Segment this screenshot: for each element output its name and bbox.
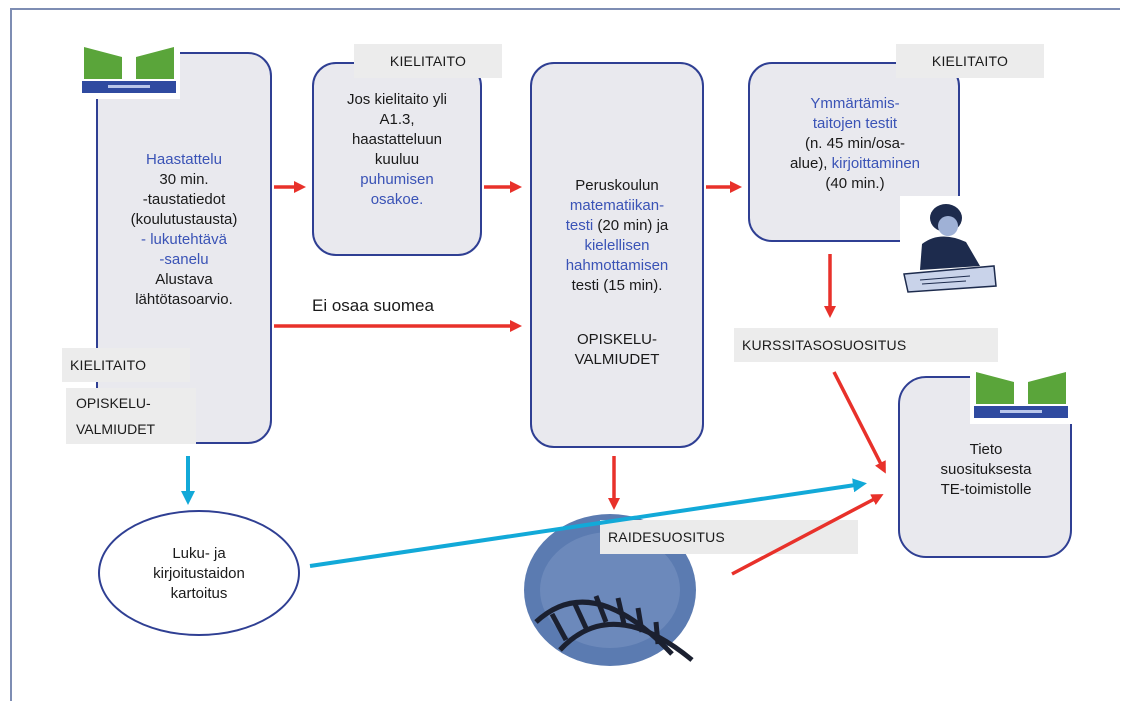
info-line: suosituksesta [940,461,1032,478]
math-line: testi (15 min). [571,277,663,294]
speaking-text: Jos kielitaito yli A1.3, haastatteluun k… [316,90,478,210]
label-opiskelu-left: OPISKELU- VALMIUDET [66,388,196,444]
interview-text: Haastattelu 30 min. -taustatiedot (koulu… [100,150,268,310]
label-ei-osaa: Ei osaa suomea [312,296,434,315]
info-line: Tieto [969,441,1003,458]
label-kurssitaso: KURSSITASOSUOSITUS [734,328,998,362]
interview-line: lähtötasoarvio. [135,291,233,308]
math-line: VALMIUDET [574,351,660,368]
label-opiskelu-left-line: VALMIUDET [76,421,156,437]
speaking-line: osakoe. [370,191,424,208]
math-line-part: (20 min) ja [593,217,669,234]
speaking-line: haastatteluun [351,131,443,148]
math-line: hahmottamisen [565,257,669,274]
comprehension-line: taitojen testit [812,115,898,132]
math-line: kielellisen [584,237,650,254]
math-line-part: testi [565,217,594,234]
math-line: OPISKELU- [576,331,658,348]
arrow-raide-to-info [731,494,884,576]
comprehension-line-part: alue), [789,155,832,172]
comprehension-line-part: kirjoittaminen [831,155,921,172]
speaking-line: puhumisen [360,171,434,188]
interview-line: - lukutehtävä [141,231,227,248]
label-kielitaito-mid: KIELITAITO [354,44,502,78]
info-line: TE-toimistolle [940,481,1032,498]
info-text: Tieto suosituksesta TE-toimistolle [906,440,1066,500]
interview-line: Haastattelu [146,151,222,168]
comprehension-line: (n. 45 min/osa- [804,135,906,152]
interview-line: -sanelu [159,251,209,268]
arrow-kurssitaso-to-info [832,371,886,474]
comprehension-text: Ymmärtämis- taitojen testit (n. 45 min/o… [760,94,950,194]
comprehension-line: Ymmärtämis- [810,95,900,112]
math-line: matematiikan- [569,197,665,214]
literacy-oval [98,510,300,636]
interview-line: Alustava [155,271,213,288]
math-line: testi (20 min) ja [534,216,700,236]
literacy-line: Luku- ja [172,545,226,562]
logo-icon [970,362,1072,424]
comprehension-line: (40 min.) [825,175,885,192]
math-box [530,62,704,448]
person-writing-icon [900,196,1000,296]
label-opiskelu-left-line: OPISKELU- [76,395,151,411]
comprehension-line: alue), kirjoittaminen [760,154,950,174]
interview-line: (koulutustausta) [130,211,238,228]
diagram-frame [10,8,1120,701]
label-raide: RAIDESUOSITUS [600,520,858,554]
logo-icon [78,35,180,99]
speaking-line: Jos kielitaito yli [346,91,448,108]
interview-line: 30 min. [159,171,209,188]
label-kielitaito-right: KIELITAITO [896,44,1044,78]
label-kielitaito-left: KIELITAITO [62,348,190,382]
speaking-line: A1.3, [379,111,415,128]
math-line: Peruskoulun [575,177,659,194]
literacy-line: kirjoitustaidon [153,565,245,582]
arrow-literacy-to-info [309,478,867,568]
math-text: Peruskoulun matematiikan- testi (20 min)… [534,176,700,370]
speaking-line: kuuluu [374,151,420,168]
interview-line: -taustatiedot [142,191,226,208]
literacy-line: kartoitus [170,585,228,602]
literacy-text: Luku- ja kirjoitustaidon kartoitus [110,544,288,604]
